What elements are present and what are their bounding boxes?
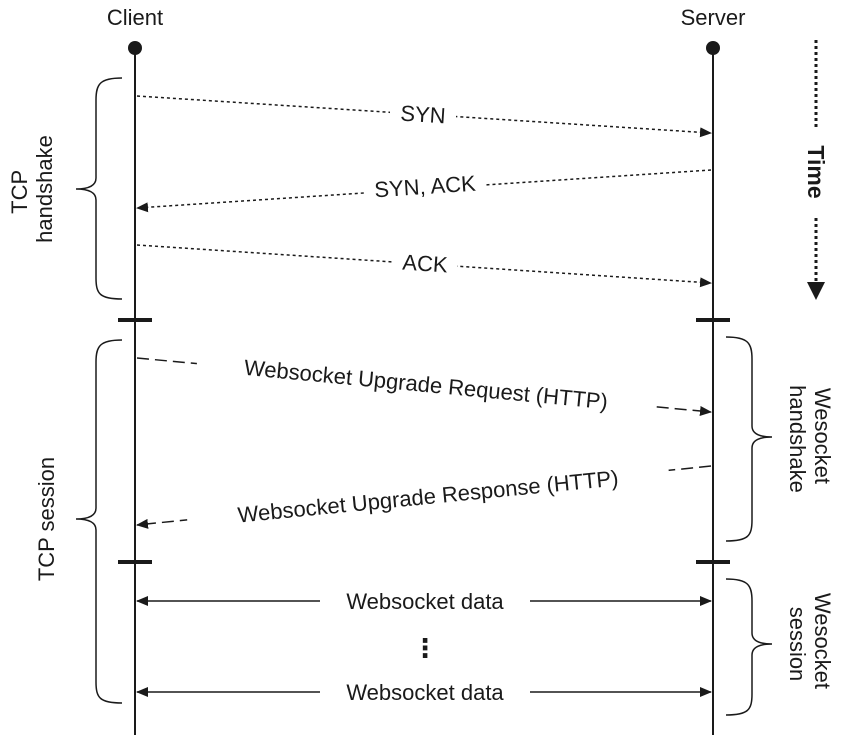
ws-upgrade-request-label: Websocket Upgrade Request (HTTP) [243, 355, 609, 414]
ws-session-brace: Wesocket session [725, 578, 835, 716]
ws-handshake-label: Wesocket handshake [785, 385, 835, 493]
ws-data-label-1: Websocket data [346, 589, 504, 614]
syn-ack-message: SYN, ACK [136, 169, 712, 213]
time-arrow: Time [803, 40, 829, 300]
ws-data-message-1: Websocket data [136, 587, 712, 615]
ws-upgrade-request-message: Websocket Upgrade Request (HTTP) [136, 346, 712, 422]
tcp-handshake-brace: TCP handshake [7, 77, 123, 300]
tcp-handshake-label: TCP handshake [7, 135, 57, 243]
ack-label: ACK [402, 250, 449, 278]
ws-session-label: Wesocket session [785, 593, 835, 695]
tcp-session-brace: TCP session [34, 339, 123, 704]
syn-label: SYN [400, 101, 447, 129]
ws-data-message-2: Websocket data [136, 678, 712, 706]
tcp-session-label: TCP session [34, 457, 59, 581]
time-label: Time [803, 145, 829, 198]
ellipsis: ⋮ [412, 633, 438, 663]
ws-handshake-brace: Wesocket handshake [725, 336, 835, 542]
syn-message: SYN [136, 95, 712, 138]
client-label: Client [107, 5, 163, 30]
ws-data-label-2: Websocket data [346, 680, 504, 705]
server-label: Server [681, 5, 746, 30]
ws-upgrade-response-message: Websocket Upgrade Response (HTTP) [136, 456, 712, 536]
ack-message: ACK [136, 244, 712, 288]
